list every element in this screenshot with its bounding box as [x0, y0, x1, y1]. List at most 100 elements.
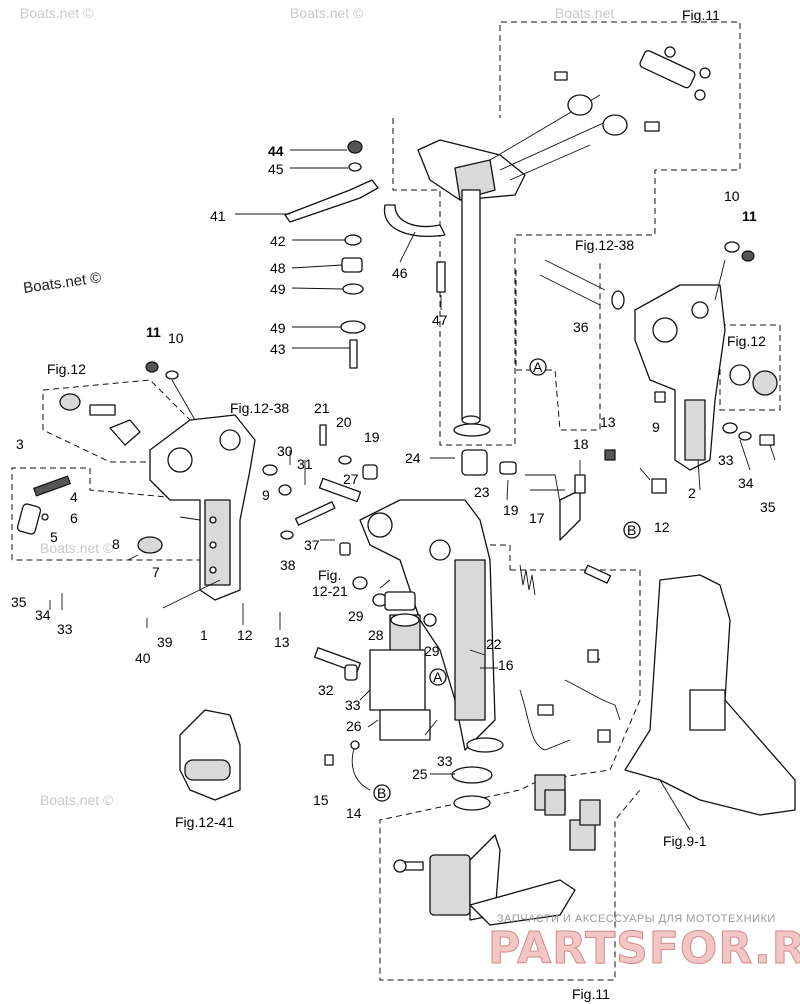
fig12-38-right-boundary [515, 260, 601, 431]
callout-35b: 35 [760, 499, 776, 515]
callout-37: 37 [304, 537, 320, 553]
watermark-5: Boats.net © [40, 792, 114, 808]
fig12-left-parts [16, 393, 163, 554]
callout-5: 5 [50, 529, 58, 545]
watermark-3: Boats.net [555, 5, 614, 21]
callout-19b: 19 [503, 502, 519, 518]
wiring-harness [519, 649, 621, 851]
fig11-bottom-boundary [379, 569, 641, 981]
fig12-left-label: Fig.12 [47, 361, 86, 377]
callout-34a: 34 [35, 607, 51, 623]
callout-17: 17 [529, 510, 545, 526]
callout-36: 36 [573, 319, 589, 335]
callout-27: 27 [343, 471, 359, 487]
callout-13b: 13 [600, 414, 616, 430]
leader-lines [49, 439, 776, 775]
callout-11b: 11 [742, 208, 757, 224]
callout-35a: 35 [11, 594, 27, 610]
watermark-4: Boats.net © [40, 540, 114, 556]
callout-10a: 10 [168, 330, 184, 346]
callout-12a: 12 [237, 627, 253, 643]
tilt-motor-assembly [324, 613, 431, 791]
figure-references: Fig.11 Fig.12-38 Fig.12 Fig.12 Fig.12-38… [47, 7, 766, 1002]
callout-14: 14 [346, 805, 362, 821]
callout-28: 28 [368, 627, 384, 643]
connector-a-bottom: A [433, 669, 443, 685]
swivel-bracket-left [145, 361, 256, 601]
fig12-41-label: Fig.12-41 [175, 814, 234, 830]
callout-33a: 33 [57, 621, 73, 637]
callout-9b: 9 [652, 419, 660, 435]
callout-1: 1 [200, 627, 208, 643]
connector-a-top: A [533, 359, 543, 375]
watermark-2: Boats.net © [290, 5, 364, 21]
callout-19a: 19 [364, 429, 380, 445]
callout-18: 18 [573, 436, 589, 452]
center-bracket-assembly [262, 423, 612, 811]
callout-29a: 29 [348, 608, 364, 624]
watermark-1: Boats.net © [20, 5, 94, 21]
callout-31: 31 [297, 456, 313, 472]
callout-numbers: 44 45 41 42 48 49 49 43 46 47 11 10 10 1… [11, 143, 776, 821]
callout-38: 38 [280, 557, 296, 573]
callout-20: 20 [336, 414, 352, 430]
connector-b-right: B [627, 522, 636, 538]
fig12-right-label: Fig.12 [727, 333, 766, 349]
fig12-21-label-line2: 12-21 [312, 583, 348, 599]
callout-21: 21 [314, 400, 330, 416]
grip-handle [179, 709, 241, 801]
callout-33b: 33 [345, 697, 361, 713]
callout-40: 40 [135, 650, 151, 666]
callout-39: 39 [157, 634, 173, 650]
connector-b-bottom: B [377, 785, 386, 801]
callout-23: 23 [474, 484, 490, 500]
callout-32: 32 [318, 682, 334, 698]
callout-34b: 34 [738, 475, 754, 491]
callout-46: 46 [392, 265, 408, 281]
steering-bracket-assembly [417, 46, 711, 425]
callout-10b: 10 [724, 188, 740, 204]
fig12-21-label-line1: Fig. [318, 567, 341, 583]
fig12-right-boundary [719, 324, 781, 411]
callout-16: 16 [498, 657, 514, 673]
watermark-corner: Boats.net © [22, 269, 102, 297]
callout-41: 41 [210, 208, 226, 224]
logo-subtitle: ЗАПЧАСТИ И АКСЕССУАРЫ ДЛЯ МОТОТЕХНИКИ [497, 913, 776, 925]
lower-unit-housing [624, 574, 796, 831]
swivel-bracket-right [539, 241, 778, 494]
callout-45: 45 [268, 161, 284, 177]
callout-13a: 13 [274, 634, 290, 650]
callout-7: 7 [152, 564, 160, 580]
callout-29b: 29 [424, 643, 440, 659]
callout-47: 47 [432, 312, 448, 328]
callout-49b: 49 [270, 320, 286, 336]
callout-11a: 11 [146, 324, 161, 340]
fig9-1-label: Fig.9-1 [663, 833, 707, 849]
callout-49a: 49 [270, 281, 286, 297]
callout-4: 4 [70, 489, 78, 505]
callout-8: 8 [112, 536, 120, 552]
fig11-top-label: Fig.11 [682, 7, 720, 23]
callout-30: 30 [277, 443, 293, 459]
fig12-38-left-label: Fig.12-38 [230, 400, 289, 416]
callout-3: 3 [16, 436, 24, 452]
logo-name: PARTSFOR.RU [488, 923, 800, 974]
callout-2: 2 [688, 485, 696, 501]
callout-44: 44 [268, 143, 284, 159]
callout-24: 24 [405, 450, 421, 466]
fig12-38-right-label: Fig.12-38 [575, 237, 634, 253]
callout-15: 15 [313, 792, 329, 808]
callout-25: 25 [412, 766, 428, 782]
callout-12b: 12 [654, 519, 670, 535]
connector-markers: A B A B [373, 358, 641, 802]
partsfor-logo: ЗАПЧАСТИ И АКСЕССУАРЫ ДЛЯ МОТОТЕХНИКИ PA… [488, 913, 800, 975]
callout-43: 43 [270, 341, 286, 357]
callout-42: 42 [270, 233, 286, 249]
callout-6: 6 [70, 510, 78, 526]
callout-33d: 33 [718, 452, 734, 468]
callout-33c: 33 [437, 753, 453, 769]
fig11-top-boundary [392, 21, 741, 446]
callout-26: 26 [346, 718, 362, 734]
callout-48: 48 [270, 260, 286, 276]
